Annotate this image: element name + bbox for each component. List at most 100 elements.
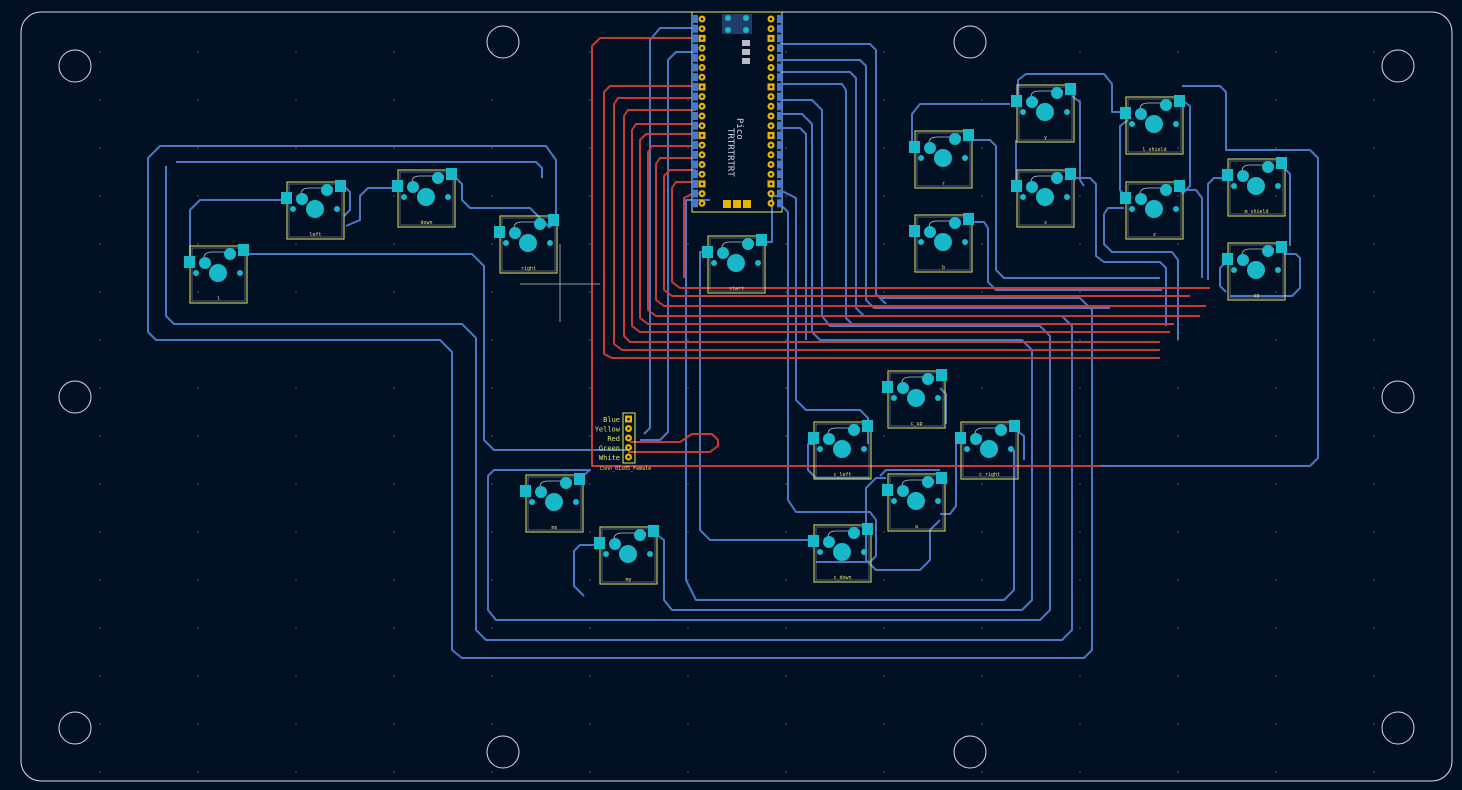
grid-dot (1079, 339, 1081, 341)
switch-label: c_down (833, 575, 851, 581)
mcu-pin-hole (700, 46, 704, 50)
grid-dot (491, 483, 493, 485)
switch-inner-outline (962, 423, 1017, 478)
grid-dot (197, 243, 199, 245)
grid-dot (491, 675, 493, 677)
switch-center-hole (727, 254, 745, 272)
switch-smd-pad (281, 192, 292, 204)
switch-smd-pad (882, 484, 893, 496)
grid-dot (981, 483, 983, 485)
switch-stabilizer-pad (1064, 109, 1070, 115)
switch-pin-pad (823, 433, 835, 445)
switch-outline (1227, 158, 1286, 217)
grid-dot (785, 627, 787, 629)
switch-center-hole (519, 234, 537, 252)
switch-outline (914, 130, 973, 189)
switch-pin-pad (897, 485, 909, 497)
switch-outline (1227, 242, 1286, 301)
mcu-debug-pad (733, 200, 741, 208)
mcu-pin-hole (700, 27, 704, 31)
mcu-smd-pad (742, 58, 750, 64)
grid-dot (295, 771, 297, 773)
switch-stabilizer-pad (603, 551, 609, 557)
grid-dot (1275, 531, 1277, 533)
grid-dot (981, 291, 983, 293)
mcu-pin-trace (777, 34, 783, 43)
switch-center-hole (1036, 103, 1054, 121)
grid-dot (687, 531, 689, 533)
grid-dot (1275, 435, 1277, 437)
grid-dot (1373, 147, 1375, 149)
switch-label: down (420, 220, 432, 226)
switch-stabilizer-pad (237, 270, 243, 276)
grid-dot (785, 675, 787, 677)
switch-pin-pad (535, 486, 547, 498)
grid-dot (687, 579, 689, 581)
grid-dot (295, 243, 297, 245)
switch-center-hole (619, 545, 637, 563)
grid-dot (785, 243, 787, 245)
switch-pin-pad (296, 193, 308, 205)
grid-dot (883, 147, 885, 149)
switch-outline (887, 370, 946, 429)
switch-inner-outline (191, 247, 246, 302)
switch-smd-pad (1120, 192, 1131, 204)
switch-stabilizer-pad (817, 549, 823, 555)
switch-smd-pad (1174, 180, 1185, 192)
mcu-pin-hole (769, 46, 773, 50)
grid-dot (1275, 291, 1277, 293)
switch-outline (1125, 181, 1184, 240)
switch-inner-outline (399, 171, 454, 226)
grid-dot (295, 579, 297, 581)
grid-dot (99, 243, 101, 245)
switch-stabilizer-pad (529, 499, 535, 505)
mcu-serial-label: TRTRTRTRT (725, 128, 735, 177)
switch-smd-pad (1120, 107, 1131, 119)
mcu-pin-hole (769, 85, 773, 89)
grid-dot (393, 291, 395, 293)
switch-label: x (1044, 220, 1047, 226)
switch-outline (887, 473, 946, 532)
grid-dot (785, 291, 787, 293)
switch-footprints: lleftdownrightstartrbyxl_shieldzm_shield… (184, 83, 1287, 585)
grid-dot (99, 339, 101, 341)
switch-stabilizer-pad (1008, 446, 1014, 452)
switch-smd-pad (808, 535, 819, 547)
grid-dot (1177, 435, 1179, 437)
switch-z: z (1120, 180, 1185, 240)
switch-label: c_up (910, 421, 922, 427)
switch-smd-pad (702, 246, 713, 258)
mcu-pin-trace (777, 150, 783, 159)
mcu-pin-hole (769, 17, 773, 21)
mcu-smd-pad (742, 40, 750, 46)
grid-dot (589, 531, 591, 533)
mcu-pin-trace (777, 63, 783, 72)
grid-dot (883, 531, 885, 533)
grid-dot (589, 99, 591, 101)
switch-smd-pad (909, 141, 920, 153)
connector-pin-hole (627, 446, 630, 449)
switch-l_shield: l_shield (1120, 95, 1185, 155)
grid-dot (785, 195, 787, 197)
switch-up: up (1222, 241, 1287, 301)
switch-b: b (909, 213, 974, 273)
switch-inner-outline (709, 237, 764, 292)
grid-dot (1079, 627, 1081, 629)
switch-stabilizer-pad (918, 239, 924, 245)
switch-smd-pad (1276, 157, 1287, 169)
grid-dot (491, 387, 493, 389)
switch-pin-pad (1135, 193, 1147, 205)
grid-dot (1275, 579, 1277, 581)
mcu-pin-hole (769, 114, 773, 118)
grid-dot (491, 291, 493, 293)
switch-smd-pad (1011, 95, 1022, 107)
grid-dot (1177, 147, 1179, 149)
grid-dot (883, 435, 885, 437)
mcu-pin-hole (700, 124, 704, 127)
grid-dot (99, 483, 101, 485)
switch-c_down: c_down (808, 523, 873, 583)
grid-dot (1373, 579, 1375, 581)
switch-stabilizer-pad (1129, 206, 1135, 212)
